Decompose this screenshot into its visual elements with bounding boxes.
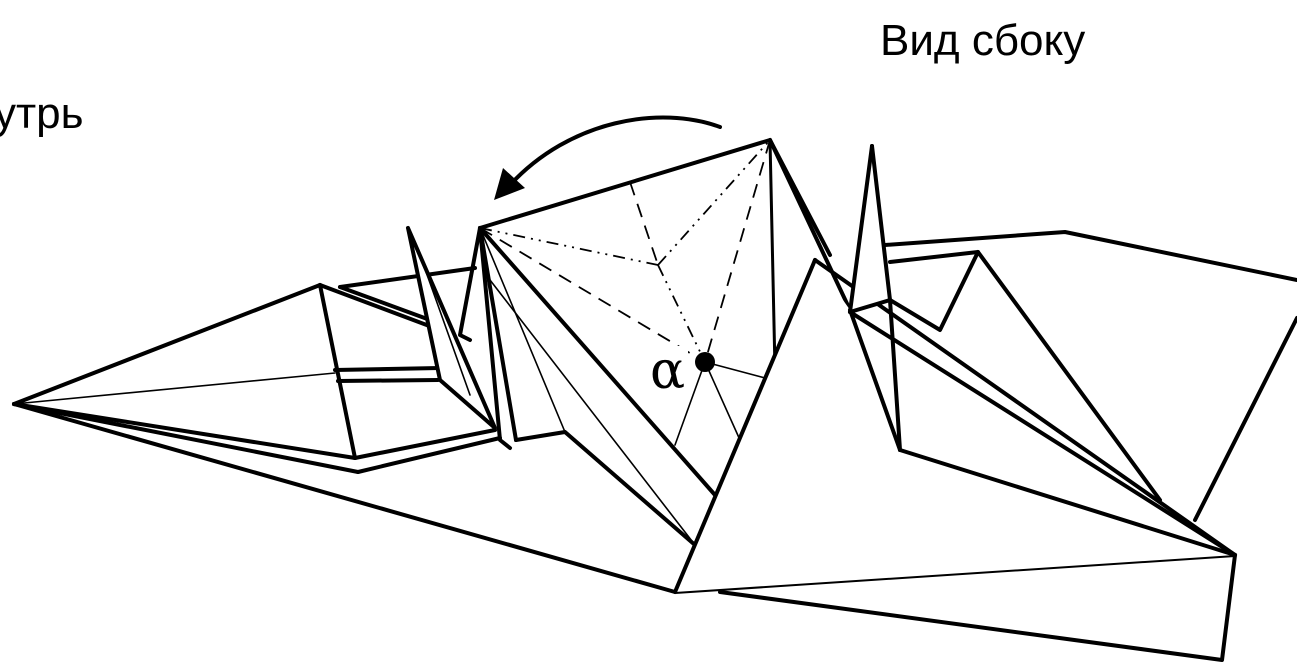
side-view-label: Вид сбоку: [880, 16, 1085, 65]
vertex-alpha-label: α: [650, 341, 685, 401]
vertex-point: [695, 352, 715, 372]
partial-left-label: утрь: [0, 89, 84, 138]
